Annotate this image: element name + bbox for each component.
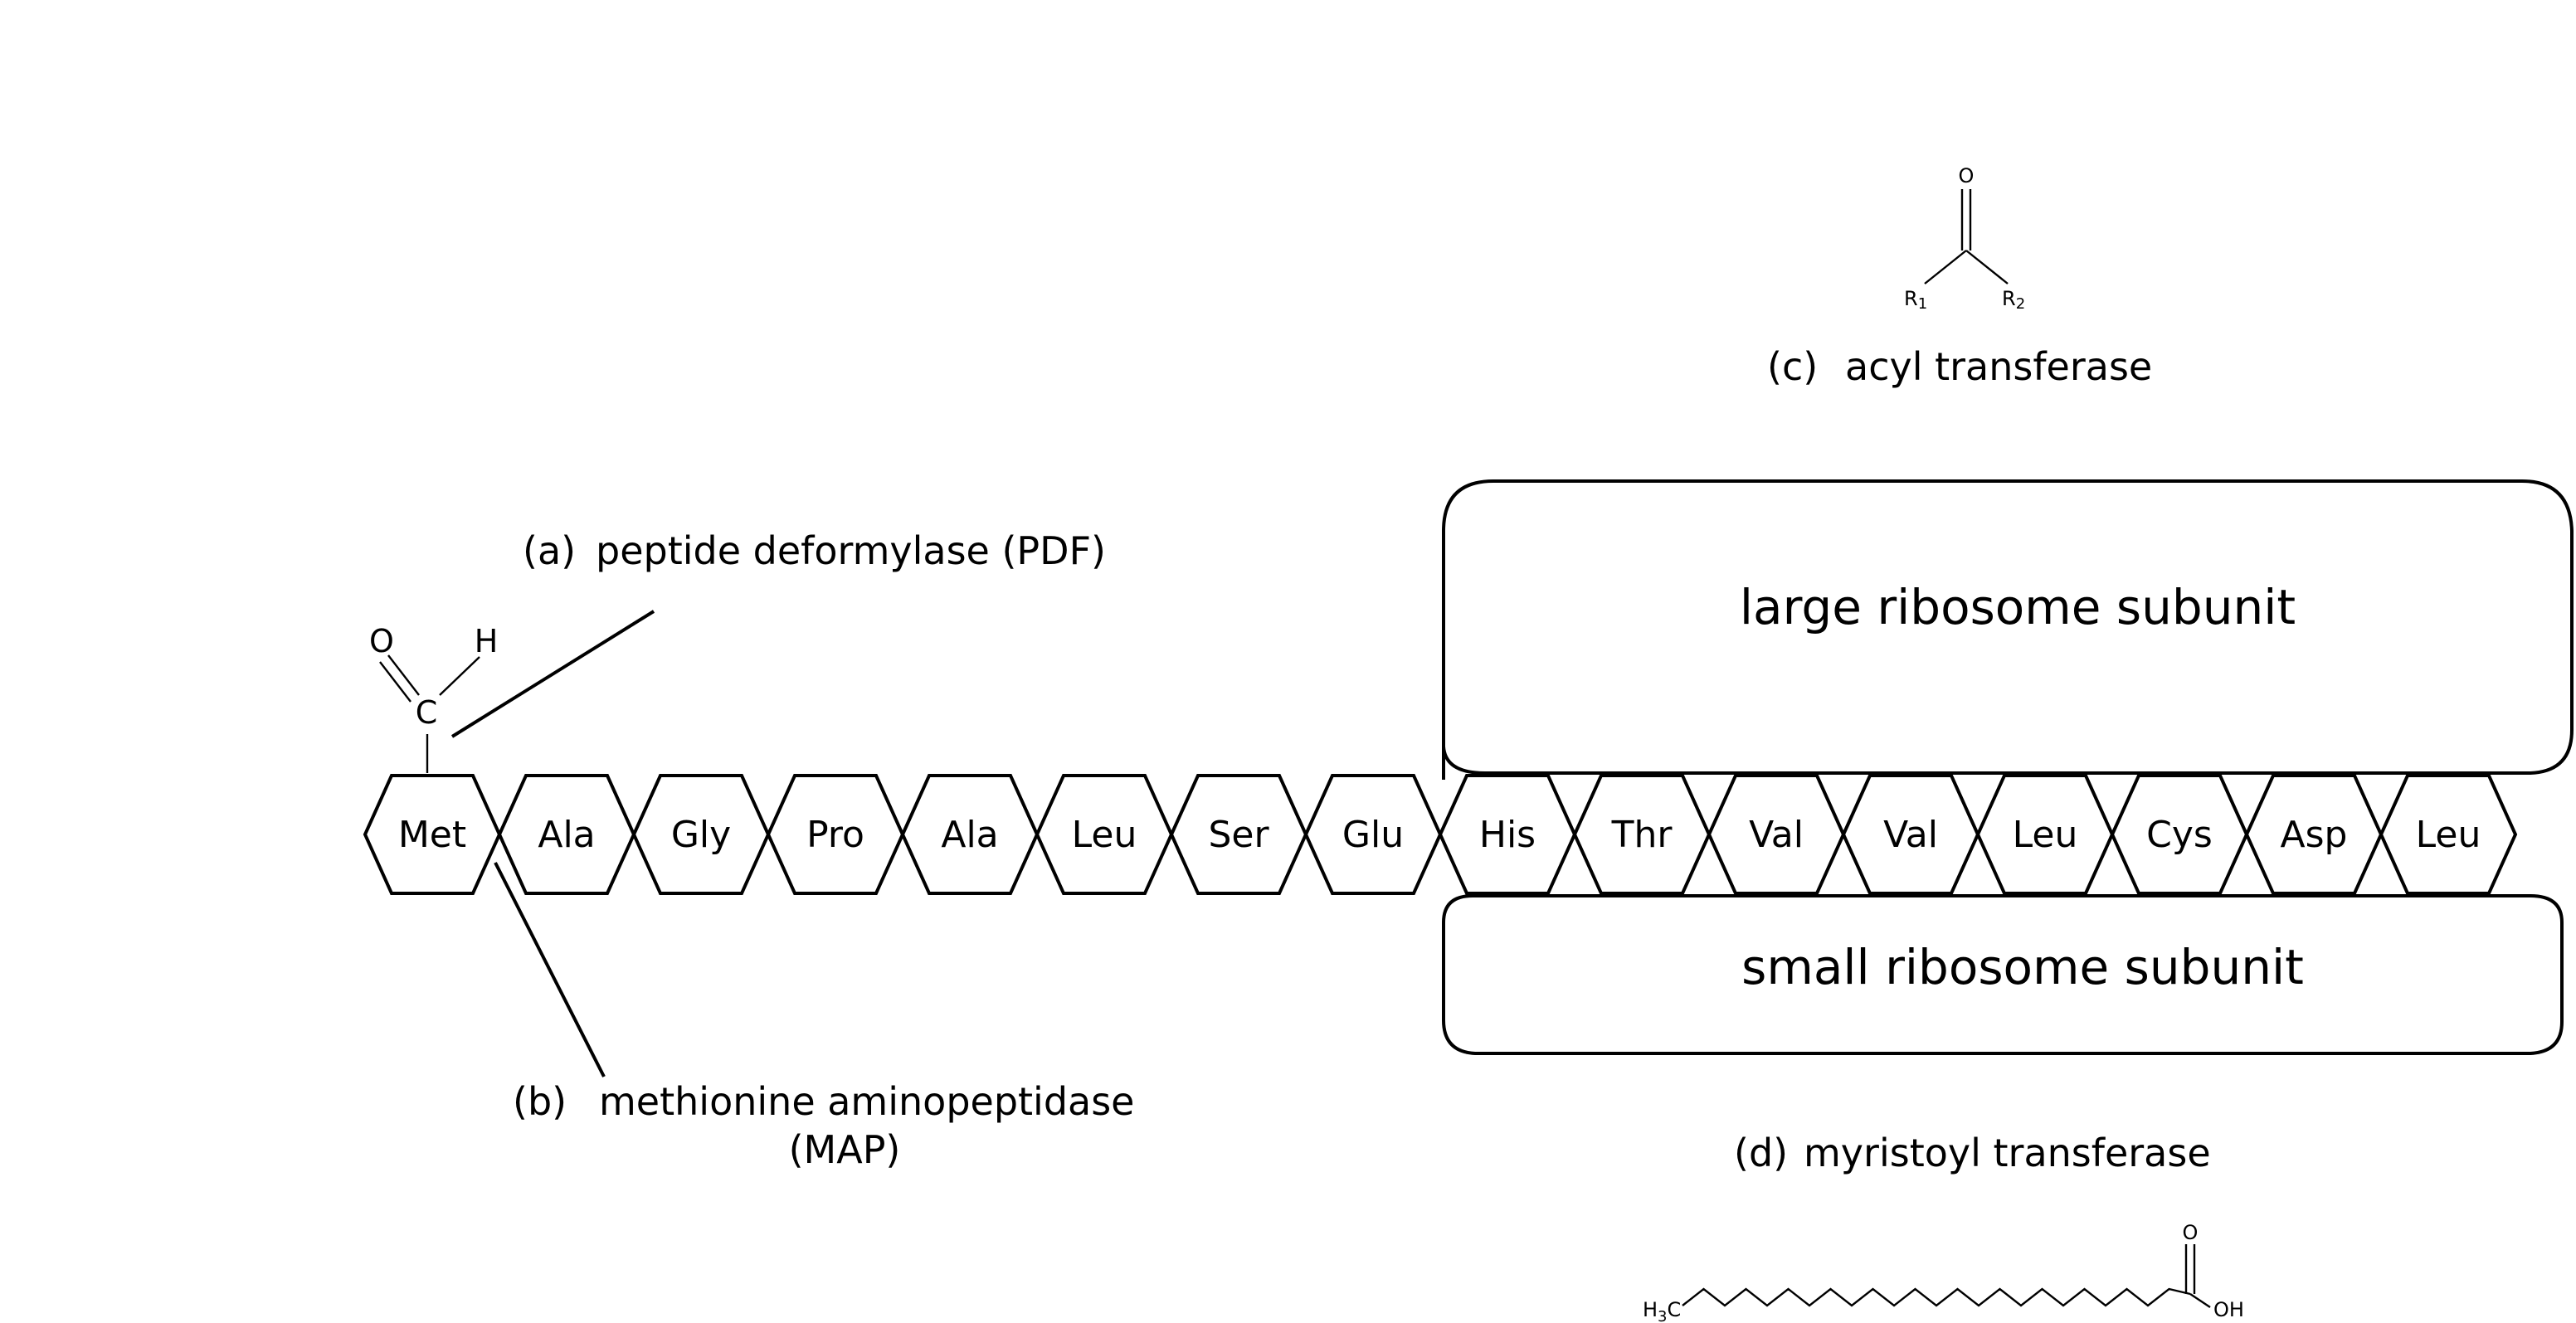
- formyl-carbon: C: [416, 694, 438, 731]
- label-c-letter: (c): [1767, 344, 1818, 389]
- residue-label: Val: [1883, 814, 1938, 856]
- myristic-methyl: H3C: [1643, 1298, 1681, 1323]
- label-c-name: acyl transferase: [1845, 344, 2152, 389]
- residue-label: Gly: [671, 814, 731, 856]
- label-d-letter: (d): [1734, 1131, 1788, 1175]
- formyl-oxygen: O: [369, 623, 394, 659]
- residue-label: Leu: [2013, 814, 2078, 856]
- small-ribosome-label: small ribosome subunit: [1741, 939, 2304, 995]
- residue-label: Glu: [1342, 814, 1404, 856]
- large-ribosome-subunit: large ribosome subunit: [1442, 479, 2574, 780]
- acyl-group-structure: O R1 R2: [1904, 164, 2025, 313]
- residue-label: Leu: [1072, 814, 1137, 856]
- label-b: (b) methionine aminopeptidase (MAP): [513, 1079, 1134, 1172]
- label-c: (c) acyl transferase: [1767, 344, 2152, 389]
- pdf-leader-line: [450, 610, 655, 738]
- myristic-hydroxyl: OH: [2213, 1298, 2244, 1321]
- acyl-r2: R2: [2002, 287, 2025, 313]
- residue-label: Ala: [538, 814, 595, 856]
- myristic-acid-structure: O OH H3C: [1643, 1221, 2244, 1323]
- formyl-group: O H C: [369, 623, 498, 773]
- residue-label: Cys: [2146, 814, 2213, 856]
- residue-label: Val: [1749, 814, 1804, 856]
- label-d: (d) myristoyl transferase: [1734, 1131, 2211, 1175]
- acyl-oxygen: O: [1959, 164, 1975, 187]
- residue-label: Thr: [1611, 814, 1673, 856]
- map-leader-line: [494, 862, 606, 1077]
- label-d-name: myristoyl transferase: [1804, 1131, 2211, 1175]
- residue-label: His: [1479, 814, 1536, 856]
- label-a-name: peptide deformylase (PDF): [596, 528, 1106, 573]
- acyl-r1: R1: [1904, 287, 1927, 313]
- residue-label: Asp: [2281, 814, 2348, 856]
- label-a-letter: (a): [523, 528, 576, 573]
- small-ribosome-subunit: small ribosome subunit: [1442, 894, 2564, 1055]
- label-b-letter: (b): [513, 1079, 567, 1124]
- large-ribosome-label: large ribosome subunit: [1740, 579, 2296, 635]
- residue-label: Leu: [2416, 814, 2481, 856]
- residue-label: Met: [398, 814, 466, 856]
- residue-label: Pro: [806, 814, 864, 856]
- myristic-oxygen: O: [2183, 1221, 2199, 1244]
- peptide-chain: Met Ala Gly Pro Ala Leu Ser Glu His Thr Val Val Leu C…: [363, 774, 2518, 895]
- label-b-name-2: (MAP): [789, 1127, 901, 1172]
- label-b-name: methionine aminopeptidase: [599, 1079, 1134, 1124]
- label-a: (a) peptide deformylase (PDF): [523, 528, 1106, 573]
- residue-hexagon: [2379, 774, 2518, 895]
- residue-label: Ala: [941, 814, 998, 856]
- residue-label: Ser: [1208, 814, 1269, 856]
- formyl-hydrogen: H: [475, 623, 499, 659]
